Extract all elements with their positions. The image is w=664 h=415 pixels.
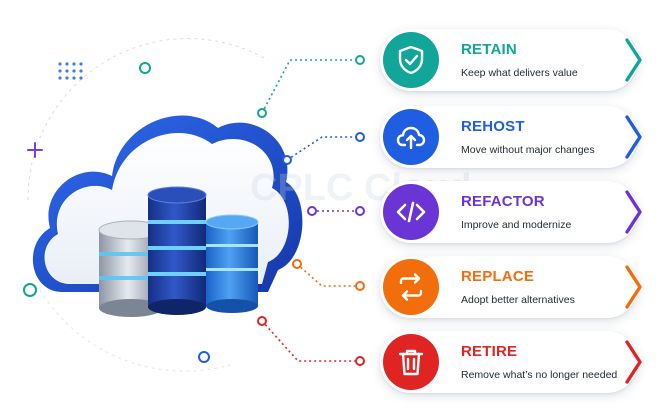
connector-node <box>355 206 365 216</box>
strategy-card-retain: RETAIN Keep what delivers value <box>380 29 642 91</box>
connector-node <box>355 281 365 291</box>
chevron-right-icon <box>625 115 642 159</box>
database-navy-icon <box>147 186 207 315</box>
shield-check-icon <box>398 45 424 75</box>
background-dashed-arc-lower <box>39 289 231 372</box>
connector-retire <box>261 320 360 362</box>
database-blue-icon <box>205 214 259 313</box>
decorative-dot-grid <box>58 62 83 80</box>
decorative-ring <box>139 62 151 74</box>
strategy-icon-circle <box>383 259 439 315</box>
connector-node <box>355 132 365 142</box>
decorative-plus <box>27 142 43 158</box>
connector-retain <box>261 59 360 114</box>
strategy-description: Move without major changes <box>461 144 595 156</box>
chevron-right-icon <box>625 340 642 384</box>
connector-rehost <box>286 136 360 161</box>
connector-node <box>292 259 302 269</box>
strategy-description: Improve and modernize <box>461 219 572 231</box>
strategy-description: Keep what delivers value <box>461 67 578 79</box>
strategy-title: RETAIN <box>461 41 517 58</box>
chevron-right-icon <box>625 265 642 309</box>
strategy-icon-circle <box>383 184 439 240</box>
strategy-title: RETIRE <box>461 343 518 360</box>
strategy-icon-circle <box>383 334 439 390</box>
decorative-ring <box>23 283 37 297</box>
strategy-card-replace: REPLACE Adopt better alternatives <box>380 256 642 318</box>
code-brackets-icon <box>396 201 426 223</box>
cloud-upload-icon <box>396 126 426 150</box>
chevron-right-icon <box>625 38 642 82</box>
connector-node <box>257 108 267 118</box>
strategy-description: Remove what’s no longer needed <box>461 369 618 381</box>
strategy-icon-circle <box>383 32 439 88</box>
connector-node <box>257 316 267 326</box>
connector-node <box>355 55 365 65</box>
strategy-title: REFACTOR <box>461 193 545 210</box>
trash-icon <box>398 349 424 376</box>
connector-node <box>355 356 365 366</box>
connector-node <box>282 155 292 165</box>
strategy-title: REPLACE <box>461 268 535 285</box>
connector-replace <box>296 263 360 287</box>
chevron-right-icon <box>625 190 642 234</box>
decorative-ring <box>198 351 210 363</box>
strategy-title: REHOST <box>461 118 525 135</box>
strategy-description: Adopt better alternatives <box>461 294 575 306</box>
strategy-icon-circle <box>383 109 439 165</box>
connector-node <box>307 206 317 216</box>
strategy-card-rehost: REHOST Move without major changes <box>380 106 642 168</box>
strategy-card-retire: RETIRE Remove what’s no longer needed <box>380 331 642 393</box>
strategy-card-refactor: REFACTOR Improve and modernize <box>380 181 642 243</box>
swap-arrows-icon <box>399 273 423 301</box>
